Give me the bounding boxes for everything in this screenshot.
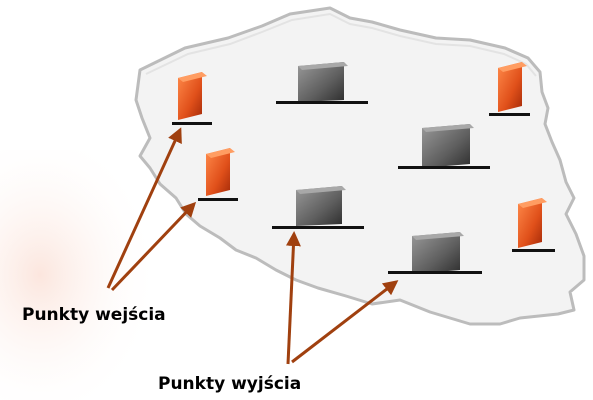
- exit-points-label: Punkty wyjścia: [158, 374, 302, 394]
- entry-point-icon: [489, 62, 530, 116]
- entry-arrows: [106, 127, 197, 292]
- exit-point-icon: [272, 186, 364, 229]
- exit-point-icon: [398, 124, 490, 169]
- arrow-to-entry-1: [106, 127, 182, 289]
- map-outline: [134, 6, 586, 326]
- exit-arrows: [285, 231, 399, 365]
- entry-point-icon: [512, 198, 555, 252]
- entry-point-icon: [172, 72, 212, 125]
- exit-point-icon: [276, 62, 368, 104]
- entry-point-icon: [198, 148, 238, 201]
- arrow-to-exit-1: [285, 231, 301, 365]
- arrow-to-exit-2: [291, 280, 399, 364]
- entry-points-label: Punkty wejścia: [22, 305, 166, 325]
- arrow-to-entry-2: [110, 201, 197, 292]
- exit-point-icon: [388, 232, 482, 274]
- map-outline-highlight: [145, 12, 537, 77]
